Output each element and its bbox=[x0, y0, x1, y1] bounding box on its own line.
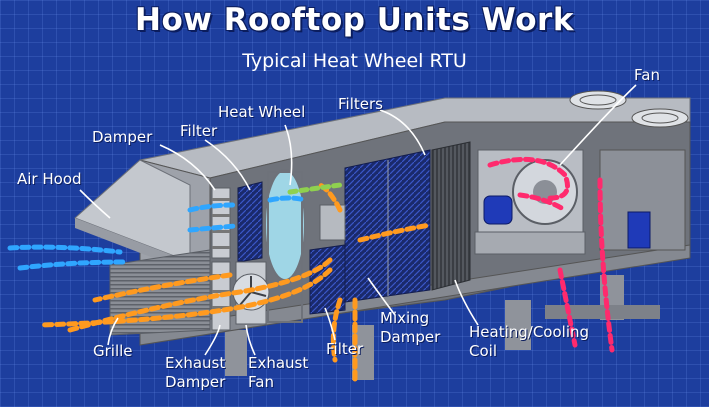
label-exhaust-damper-line1: Exhaust bbox=[165, 354, 226, 372]
filter-bottom bbox=[309, 244, 346, 315]
filter-top-leader bbox=[204, 139, 251, 191]
label-coil-line2: Coil bbox=[469, 342, 497, 360]
outside-air-flow bbox=[7, 195, 308, 271]
filter-top bbox=[237, 181, 263, 263]
return-air-flow bbox=[37, 182, 433, 383]
exhaust-damper-leader bbox=[204, 324, 221, 356]
heating-cooling-coil bbox=[431, 141, 471, 291]
roof-fans bbox=[569, 90, 689, 128]
heat-wheel-leader bbox=[284, 124, 293, 186]
label-exhaust-damper-line2: Damper bbox=[165, 373, 226, 391]
label-mixing-damper-line1: Mixing bbox=[380, 309, 430, 327]
label-grille: Grille bbox=[93, 342, 133, 360]
right-compartment bbox=[599, 149, 686, 251]
label-coil-line1: Heating/Cooling bbox=[469, 323, 590, 341]
label-fan: Fan bbox=[634, 66, 660, 84]
title: How Rooftop Units Work bbox=[135, 2, 574, 38]
air-hood-leader bbox=[79, 189, 111, 219]
label-filters: Filters bbox=[338, 95, 383, 113]
label-mixing-damper-line2: Damper bbox=[380, 328, 441, 346]
fan-leader bbox=[559, 84, 637, 166]
mixing-damper-leader bbox=[367, 277, 396, 316]
subtitle: Typical Heat Wheel RTU bbox=[242, 50, 467, 72]
label-filter-top: Filter bbox=[180, 122, 218, 140]
label-damper: Damper bbox=[92, 128, 153, 146]
exhaust-fan-leader bbox=[245, 324, 256, 356]
grille-leader bbox=[107, 317, 119, 346]
supply-air-flow bbox=[487, 156, 615, 353]
damper-top bbox=[211, 187, 231, 259]
filter-bottom-leader bbox=[324, 307, 336, 341]
callout-lines bbox=[79, 84, 637, 356]
label-exhaust-fan-line2: Fan bbox=[248, 373, 274, 391]
damper-leader bbox=[159, 144, 216, 191]
heat-wheel-airflow bbox=[287, 182, 343, 195]
label-air-hood: Air Hood bbox=[17, 170, 82, 188]
label-heat-wheel: Heat Wheel bbox=[218, 103, 306, 121]
coil-leader bbox=[454, 279, 479, 326]
filters-leader bbox=[379, 109, 426, 156]
label-exhaust-fan-line1: Exhaust bbox=[248, 354, 309, 372]
label-filter-bottom: Filter bbox=[326, 340, 364, 358]
